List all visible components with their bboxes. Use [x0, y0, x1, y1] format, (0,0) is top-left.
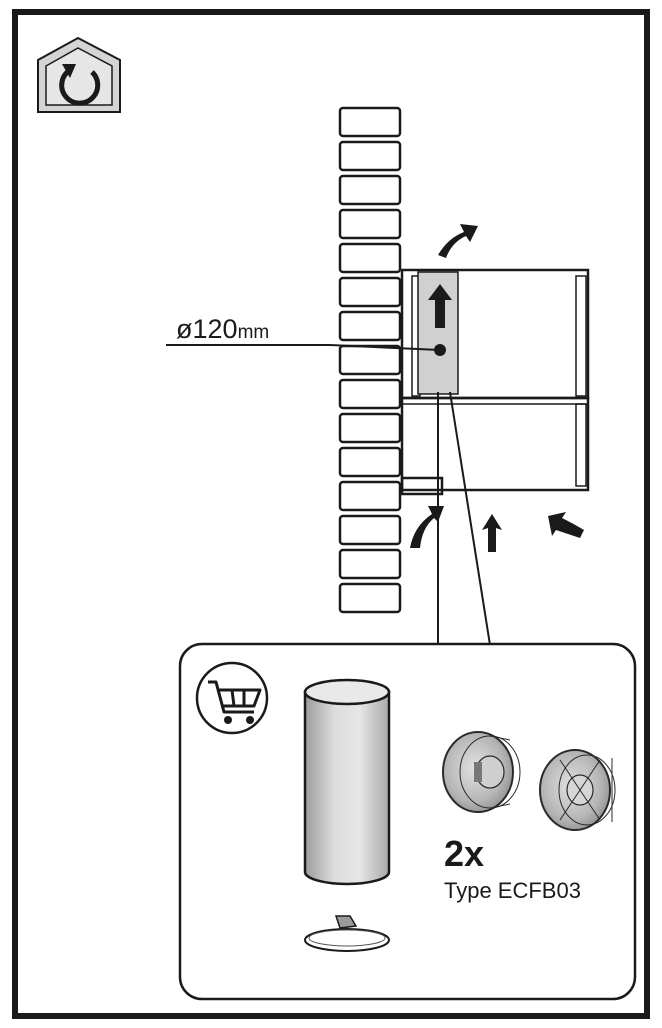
wall-brick — [338, 242, 402, 274]
filter-quantity: 2x — [444, 833, 484, 874]
wall-brick — [338, 174, 402, 206]
shopping-cart-icon — [195, 661, 269, 735]
wall-brick — [338, 480, 402, 512]
wall-brick — [338, 514, 402, 546]
wall-brick — [338, 344, 402, 376]
arrow-intake-center-icon — [482, 514, 502, 552]
arrow-intake-left-icon — [410, 506, 444, 548]
filter-type-label: Type ECFB03 — [444, 878, 581, 903]
recirculation-house-icon — [37, 36, 121, 113]
wall-brick — [338, 276, 402, 308]
arrow-exhaust-icon — [438, 224, 478, 258]
hose-clamp-illustration — [304, 915, 390, 952]
wall-brick — [338, 208, 402, 240]
dimension-label: ø120mm — [176, 314, 269, 344]
callout-lines — [437, 391, 491, 646]
wall-brick — [338, 140, 402, 172]
brick-wall — [338, 106, 402, 614]
wall-brick — [338, 310, 402, 342]
wall-brick — [338, 582, 402, 614]
wall-brick — [338, 106, 402, 138]
duct-pipe-illustration — [303, 678, 391, 886]
wall-brick — [338, 446, 402, 478]
dimension-leader — [166, 344, 441, 351]
arrow-up-icon — [428, 284, 452, 328]
wall-brick — [338, 378, 402, 410]
carbon-filter-right — [539, 749, 616, 831]
carbon-filter-left — [442, 731, 521, 813]
arrow-intake-right-icon — [548, 512, 584, 538]
wall-brick — [338, 548, 402, 580]
wall-brick — [338, 412, 402, 444]
accessories-panel — [178, 642, 637, 1001]
